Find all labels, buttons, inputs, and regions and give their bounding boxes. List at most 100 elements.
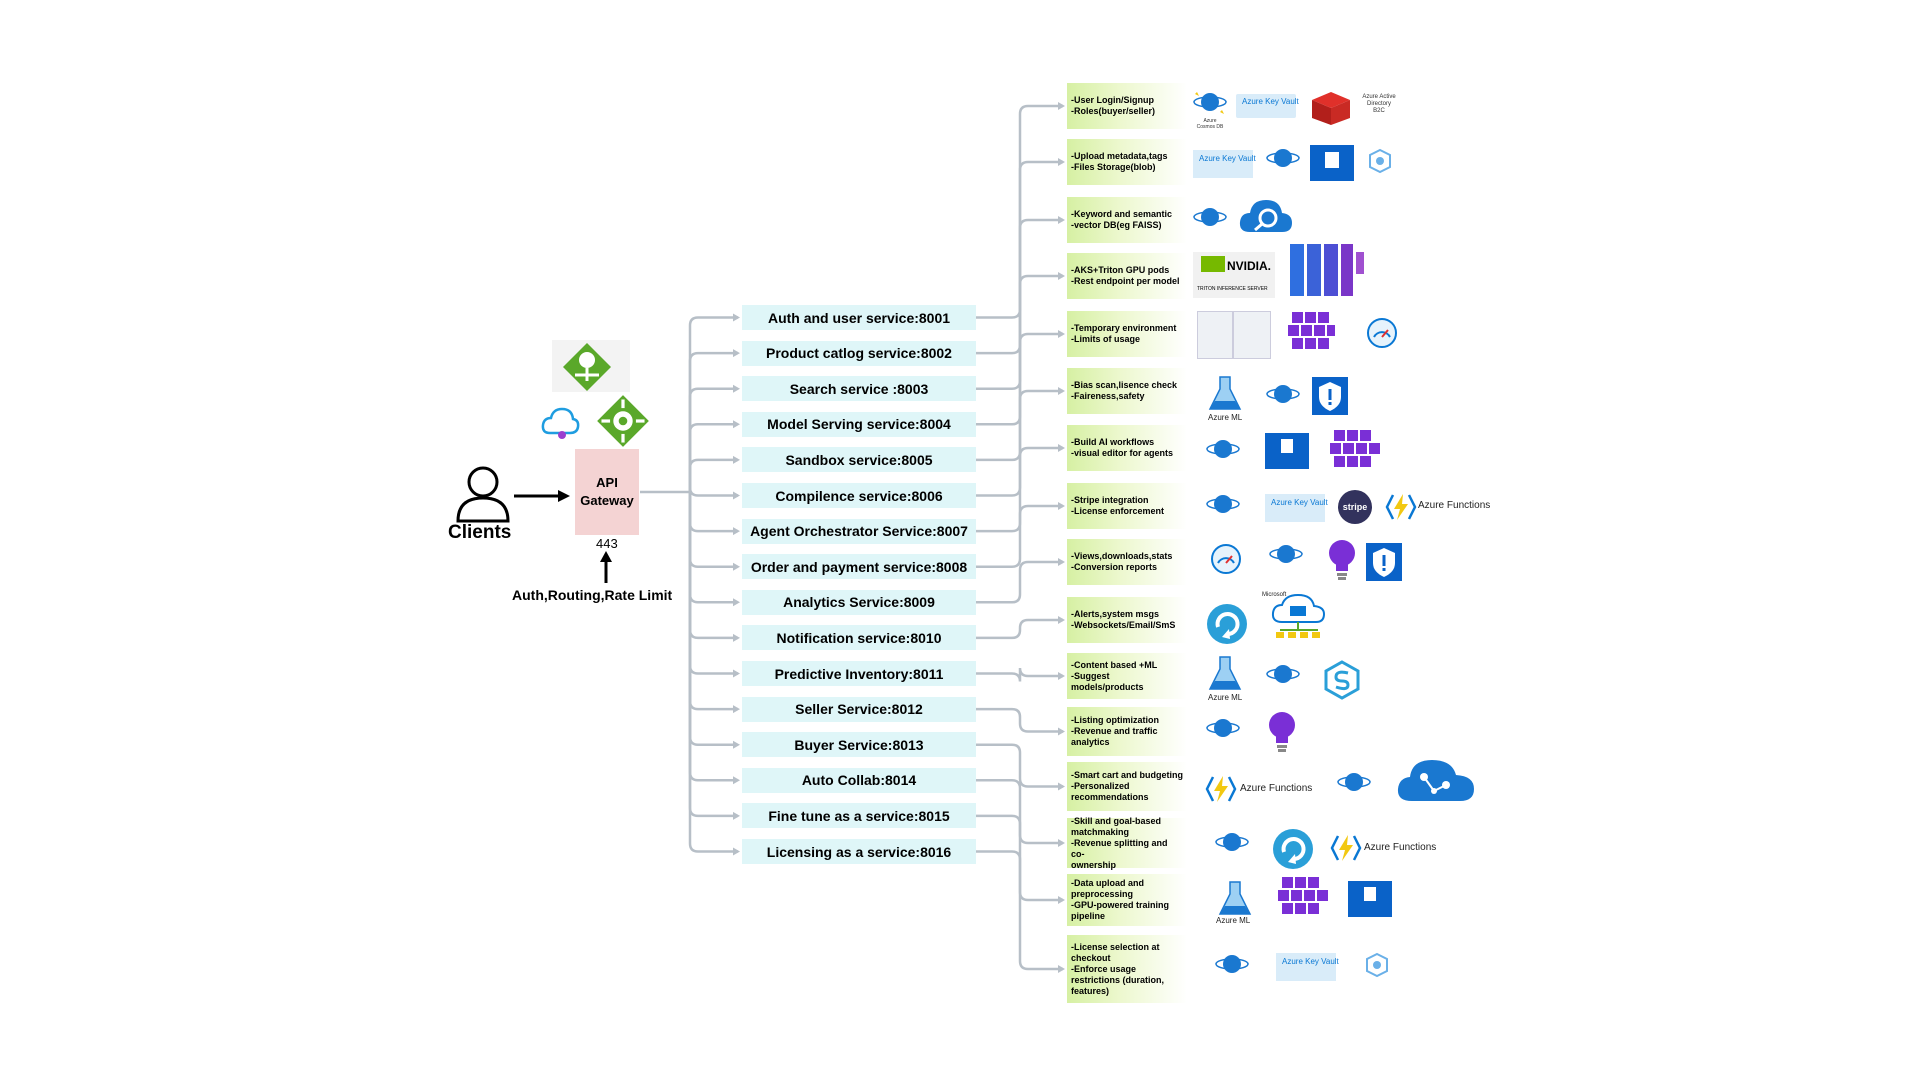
service-arrow — [733, 598, 740, 607]
feature-arrow — [1058, 502, 1065, 510]
service-label: Analytics Service:8009 — [783, 594, 935, 611]
feature-box: -Views,downloads,stats-Conversion report… — [1067, 539, 1187, 585]
key-vault-label: Azure Key Vault — [1199, 154, 1256, 163]
service-box: Product catlog service:8002 — [742, 340, 976, 366]
service-wire — [688, 423, 738, 492]
user-icon — [456, 466, 510, 523]
service-label: Agent Orchestrator Service:8007 — [750, 523, 968, 540]
feature-line: -visual editor for agents — [1071, 448, 1174, 458]
azure-ml-icon — [1218, 881, 1252, 915]
service-arrow — [733, 740, 740, 749]
architecture-diagram-icon — [1307, 244, 1321, 296]
feature-line: -Suggest models/products — [1071, 670, 1144, 692]
sandbox-screenshot-icon — [1233, 311, 1271, 359]
service-wire — [688, 351, 738, 492]
redis-icon — [1312, 92, 1350, 125]
service-box: Licensing as a service:8016 — [742, 839, 976, 864]
feature-arrow — [1058, 839, 1065, 847]
cosmos-db-icon — [1269, 545, 1303, 563]
service-label: Order and payment service:8008 — [750, 558, 968, 575]
feature-line: -Stripe integration — [1071, 495, 1149, 505]
cosmos-db-icon — [1206, 440, 1240, 458]
feature-line: -License selection at — [1071, 941, 1160, 952]
feature-wire — [976, 389, 1063, 497]
feature-arrow — [1058, 444, 1065, 452]
feature-arrow — [1058, 672, 1065, 680]
feature-box: -Bias scan,lisence check-Faireness,safet… — [1067, 368, 1187, 414]
service-box: Predictive Inventory:8011 — [742, 661, 976, 686]
aad-b2c-label: Azure Active Directory B2C — [1362, 94, 1396, 114]
refresh-icon — [1207, 604, 1247, 644]
sandbox-screenshot-icon — [1197, 311, 1233, 359]
cosmos-db-icon — [1215, 955, 1249, 973]
kubernetes-cubes-icon — [1288, 312, 1335, 349]
cosmos-db-icon — [1193, 208, 1227, 226]
service-box: Sandbox service:8005 — [742, 447, 976, 473]
feature-box: -Stripe integration-License enforcement — [1067, 483, 1187, 529]
feature-line: -User Login/Signup — [1071, 95, 1154, 105]
azure-policy-icon — [1366, 952, 1388, 978]
blob-storage-icon — [1310, 145, 1354, 181]
cosmos-db-icon — [1206, 719, 1240, 737]
feature-line: -Personalized — [1071, 781, 1130, 791]
service-label: Product catlog service:8002 — [766, 345, 952, 362]
feature-wire — [976, 618, 1063, 640]
service-box: Auto Collab:8014 — [742, 767, 976, 793]
feature-line: -Revenue splitting and co- — [1071, 837, 1168, 859]
gateway-caption: Auth,Routing,Rate Limit — [512, 587, 673, 603]
feature-arrow — [1058, 272, 1065, 280]
feature-arrow — [1058, 782, 1065, 791]
feature-line: ownership — [1071, 859, 1117, 870]
service-arrow — [733, 776, 740, 785]
architecture-diagram-icon — [1290, 244, 1304, 296]
feature-box: -Keyword and semantic-vector DB(eg FAISS… — [1067, 197, 1187, 243]
feature-wire — [976, 779, 1063, 845]
feature-arrow — [1058, 558, 1065, 566]
feature-wire — [976, 560, 1063, 604]
service-label: Notification service:8010 — [776, 629, 942, 646]
feature-arrow — [1058, 158, 1065, 166]
feature-line: -Content based +ML — [1071, 659, 1158, 670]
feature-line: analytics — [1071, 737, 1110, 747]
nvidia-triton-icon: NVIDIA. TRITON INFERENCE SERVER — [1193, 252, 1275, 298]
key-vault-icon — [1276, 953, 1336, 981]
azure-ml-icon — [1208, 656, 1242, 690]
feature-line: -Limits of usage — [1071, 334, 1141, 344]
feature-wire — [976, 446, 1063, 533]
service-label: Sandbox service:8005 — [785, 451, 933, 468]
feature-line: -Skill and goal-based — [1071, 815, 1162, 826]
key-vault-icon — [1265, 494, 1325, 522]
service-arrow — [733, 847, 740, 856]
service-wire — [688, 492, 738, 568]
cosmos-db-icon — [1193, 92, 1227, 114]
service-arrow — [733, 491, 740, 500]
feature-line: recommendations — [1071, 792, 1149, 802]
feature-wire — [976, 667, 1063, 682]
service-box: Order and payment service:8008 — [742, 554, 976, 580]
key-vault-label: Azure Key Vault — [1271, 498, 1328, 507]
azure-monitor-icon — [1211, 544, 1241, 574]
feature-line: -Smart cart and budgeting — [1071, 770, 1184, 780]
feature-arrow — [1058, 102, 1065, 110]
architecture-diagram-icon — [1324, 244, 1338, 296]
microsoft-label: Microsoft — [1262, 592, 1287, 598]
feature-line: -Views,downloads,stats — [1071, 551, 1173, 561]
service-wire — [688, 492, 738, 818]
app-gateway-icon — [597, 395, 649, 447]
feature-box: -AKS+Triton GPU pods-Rest endpoint per m… — [1067, 253, 1187, 299]
service-box: Auth and user service:8001 — [742, 305, 976, 330]
feature-line: matchmaking — [1071, 826, 1130, 837]
feature-line: checkout — [1071, 952, 1111, 963]
service-label: Seller Service:8012 — [795, 701, 923, 718]
feature-line: pipeline — [1071, 911, 1106, 921]
shield-alert-icon — [1312, 377, 1348, 415]
feature-box: -User Login/Signup-Roles(buyer/seller) — [1067, 83, 1187, 129]
architecture-diagram-icon — [1341, 244, 1353, 296]
service-wire — [688, 458, 738, 492]
azure-functions-icon — [1330, 835, 1362, 861]
service-arrow — [733, 313, 740, 322]
clients-label: Clients — [448, 522, 512, 543]
feature-line: preprocessing — [1071, 889, 1134, 899]
